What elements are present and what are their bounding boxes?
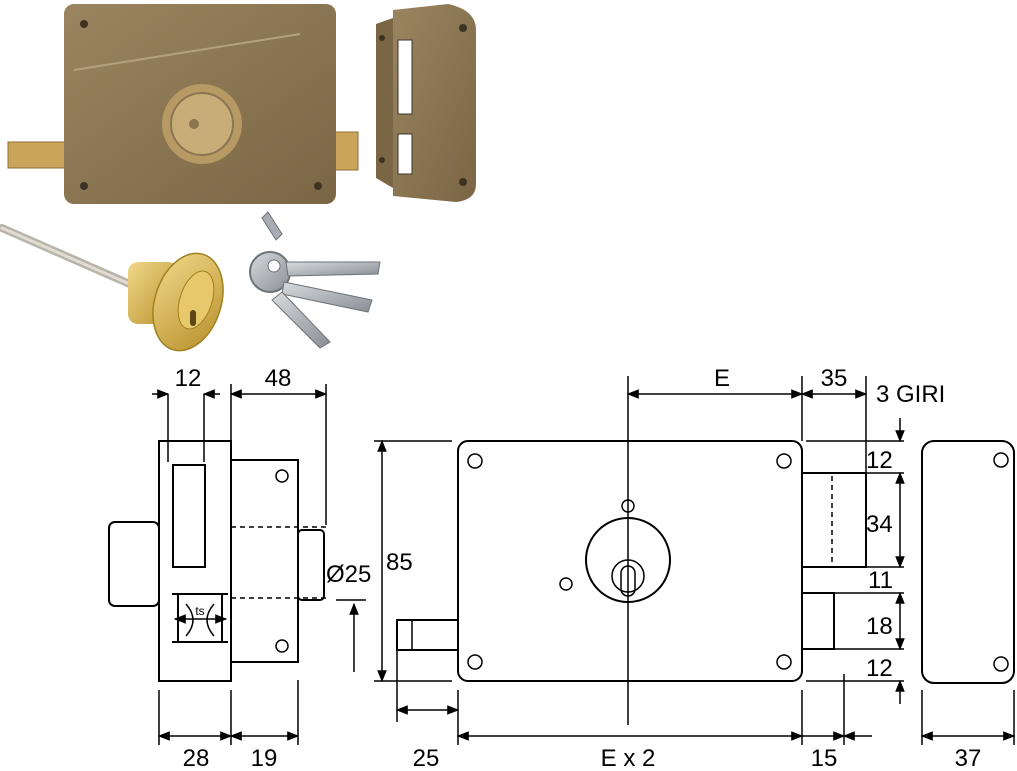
dim-keeper-width: 37 xyxy=(955,745,982,771)
dim-gap-middle: 11 xyxy=(868,567,893,594)
keeper-photo xyxy=(376,4,476,202)
dim-bolt-top-margin: 12 xyxy=(866,447,893,474)
dim-backset: E xyxy=(714,365,730,392)
dim-side-depth-bottom: 19 xyxy=(251,745,278,771)
keys-photo xyxy=(249,211,381,349)
dim-bolt-throw: 15 xyxy=(811,745,838,771)
lock-body-photo xyxy=(7,4,359,204)
keeper-drawing xyxy=(920,440,1016,745)
front-view-drawing xyxy=(374,376,905,745)
dim-handle-offset: 25 xyxy=(413,745,440,771)
dim-side-width-bottom: 28 xyxy=(183,745,210,771)
dim-latch-height: 18 xyxy=(866,613,893,640)
cylinder-marking-label: ts xyxy=(195,604,204,618)
dim-height: 85 xyxy=(386,549,413,576)
dim-bolt-offset: 35 xyxy=(821,365,848,392)
dim-latch-bottom-margin: 12 xyxy=(866,655,893,682)
dim-cylinder-diameter: Ø25 xyxy=(326,561,371,588)
dim-side-depth-top: 48 xyxy=(265,365,292,392)
dim-side-width-top: 12 xyxy=(175,365,202,392)
dim-turns: 3 GIRI xyxy=(876,381,945,408)
dim-bolt-height: 34 xyxy=(866,511,893,538)
cylinder-photo xyxy=(0,224,224,352)
dim-body-width: E x 2 xyxy=(601,745,656,771)
side-view-drawing: ts xyxy=(108,384,366,745)
